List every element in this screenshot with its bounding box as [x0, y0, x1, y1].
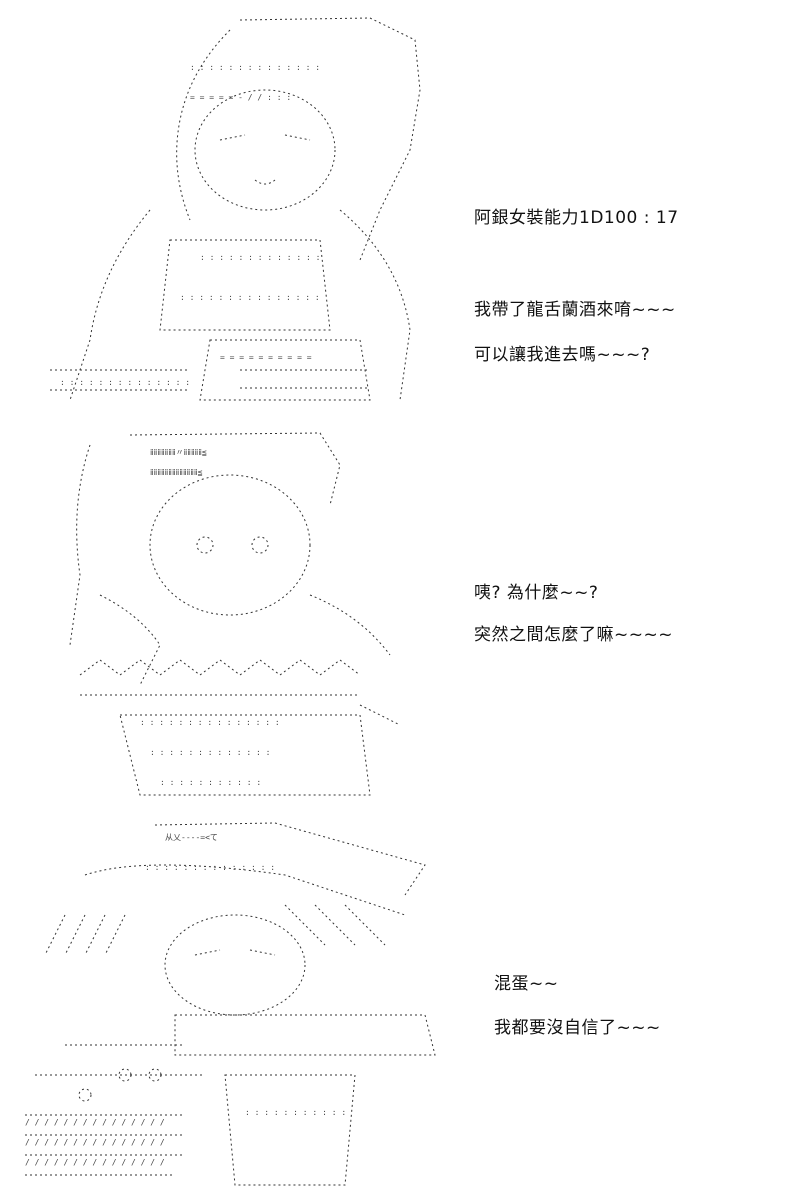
- svg-text:/ / / / / / / / / / / / / / /: / / / / / / / / / / / / / / /: [25, 1138, 165, 1147]
- svg-text:: : : : : : : : : : : : : : :: : : : : : : : : : : : : : : :: [140, 718, 280, 727]
- dialogue-line: 混蛋~~: [494, 974, 559, 994]
- dialogue-line: 阿銀女裝能力1D100 : 17: [474, 208, 679, 228]
- svg-text:: : : : : : : : : : : : :: : : : : : : : : : : : : :: [150, 748, 270, 757]
- svg-text:: : : : : : : : : : : : : :: : : : : : : : : : : : : : :: [145, 863, 275, 872]
- svg-text:/ / / / / / / / / / / / / / /: / / / / / / / / / / / / / / /: [25, 1118, 165, 1127]
- dialogue-line: 我都要沒自信了~~~: [494, 1018, 661, 1038]
- svg-text:: : : : : : : : : : :: : : : : : : : : : : :: [160, 778, 261, 787]
- svg-text:= = = = = = = = = =: = = = = = = = = = =: [220, 353, 312, 362]
- dialogue-line: 咦? 為什麼~~?: [474, 583, 599, 603]
- svg-text:从乂‐‐‐‐=<て: 从乂‐‐‐‐=<て: [165, 833, 218, 842]
- svg-text:/ / / / / / / / / / / / / / /: / / / / / / / / / / / / / / /: [25, 1158, 165, 1167]
- svg-text:: : : : : : : : : : :: : : : : : : : : : : :: [245, 1108, 346, 1117]
- svg-text:= = = = = ‐ / / : : :: = = = = = ‐ / / : : :: [190, 93, 291, 102]
- panel-2: ⅱⅱⅱⅱⅱⅱⅱ〃ⅱⅱⅱⅱⅱ≦ ⅱⅱⅱⅱⅱⅱⅱⅱⅱⅱⅱⅱⅱ≦ : : : : : …: [0, 410, 800, 810]
- svg-text:ⅱⅱⅱⅱⅱⅱⅱⅱⅱⅱⅱⅱⅱ≦: ⅱⅱⅱⅱⅱⅱⅱⅱⅱⅱⅱⅱⅱ≦: [150, 468, 203, 477]
- svg-text:ⅱⅱⅱⅱⅱⅱⅱ〃ⅱⅱⅱⅱⅱ≦: ⅱⅱⅱⅱⅱⅱⅱ〃ⅱⅱⅱⅱⅱ≦: [150, 448, 207, 457]
- svg-text:: : : : : : : : : : : : : : :: : : : : : : : : : : : : : : :: [180, 293, 320, 302]
- dialogue-line: 可以讓我進去嗎~~~?: [474, 345, 651, 365]
- ascii-art-figure-2-icon: ⅱⅱⅱⅱⅱⅱⅱ〃ⅱⅱⅱⅱⅱ≦ ⅱⅱⅱⅱⅱⅱⅱⅱⅱⅱⅱⅱⅱ≦ : : : : : …: [60, 425, 420, 805]
- svg-text:: : : : : : : : : : : : : :: : : : : : : : : : : : : : :: [190, 63, 320, 72]
- panel-1: : : : : : : : : : : : : : : = = = = = ‐ …: [0, 0, 800, 410]
- svg-text:: : : : : : : : : : : : :: : : : : : : : : : : : : :: [200, 253, 320, 262]
- panel-3: 从乂‐‐‐‐=<て : : : : : : : : : : : : : : / …: [0, 810, 800, 1200]
- dialogue-line: 突然之間怎麼了嘛~~~~: [474, 625, 673, 645]
- ascii-art-figure-1-icon: : : : : : : : : : : : : : : = = = = = ‐ …: [40, 10, 440, 405]
- dialogue-line: 我帶了龍舌蘭酒來唷~~~: [474, 300, 676, 320]
- ascii-art-figure-3-icon: 从乂‐‐‐‐=<て : : : : : : : : : : : : : : / …: [25, 815, 445, 1197]
- svg-text:: : : : : : : : : : : : : :: : : : : : : : : : : : : : :: [60, 378, 190, 387]
